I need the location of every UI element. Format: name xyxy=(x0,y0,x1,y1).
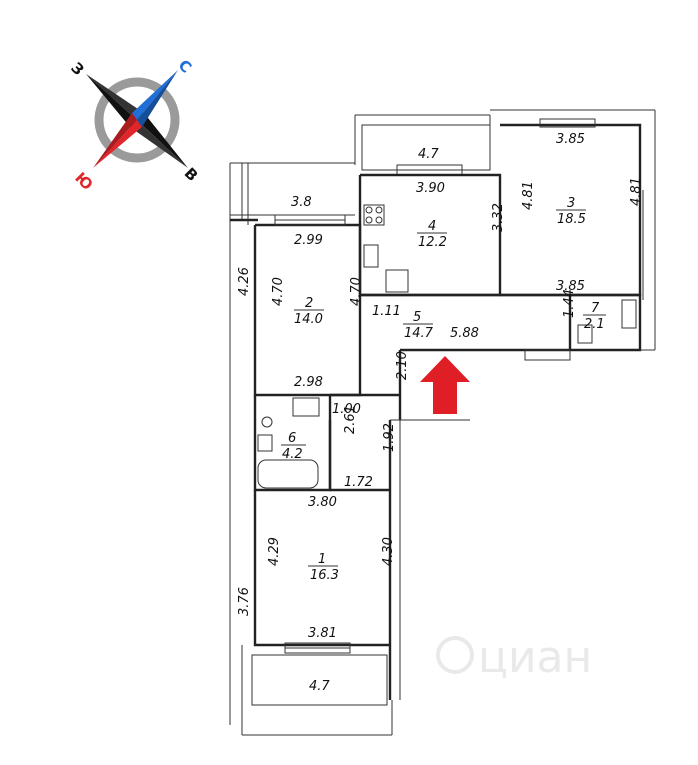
dim-room2-right: 4.70 xyxy=(349,277,364,306)
room-6-number: 6 xyxy=(288,431,296,446)
dim-wc7-height: 1.44 xyxy=(562,289,577,318)
room-6-area: 4.2 xyxy=(282,447,303,462)
compass-needle-west xyxy=(86,74,137,127)
compass-north-label: С xyxy=(175,56,196,77)
dim-room2-bottom: 2.98 xyxy=(294,375,323,390)
dim-hall-height: 2.10 xyxy=(395,351,410,380)
room-7-number: 7 xyxy=(591,301,600,316)
toilet-icon xyxy=(261,416,273,428)
room-7-area: 2.1 xyxy=(584,317,605,332)
room-4-number: 4 xyxy=(428,219,436,234)
dim-kitchen-height: 3.32 xyxy=(491,203,506,232)
kitchen-counter xyxy=(385,269,409,293)
dim-kitchen-window: 3.90 xyxy=(416,181,445,196)
fixtures xyxy=(257,204,637,489)
room-3-area: 18.5 xyxy=(557,212,586,227)
dim-room1-right: 4.30 xyxy=(381,537,396,566)
dim-balcony-bottom: 4.7 xyxy=(309,679,330,694)
room-2-number: 2 xyxy=(305,296,313,311)
bathtub-icon xyxy=(257,459,319,489)
room-5-number: 5 xyxy=(413,310,421,325)
room-1-area: 16.3 xyxy=(310,568,339,583)
room-4-area: 12.2 xyxy=(418,235,447,250)
dim-hall-lower-width: 1.72 xyxy=(344,475,373,490)
watermark: циан xyxy=(436,632,592,683)
watermark-text: циан xyxy=(478,632,592,683)
dim-room2-left: 4.70 xyxy=(271,277,286,306)
compass-west-label: З xyxy=(67,59,87,79)
room-1-number: 1 xyxy=(318,552,326,567)
room-5-area: 14.7 xyxy=(404,326,434,341)
dim-hall-lower-height: 1.92 xyxy=(382,423,397,452)
dim-room1-left: 4.29 xyxy=(267,537,282,566)
dim-corridor-length: 5.88 xyxy=(450,326,479,341)
wc-sink-icon xyxy=(621,299,637,329)
dim-balcony-top: 4.7 xyxy=(418,147,439,162)
dim-outer-left-lower: 3.76 xyxy=(237,587,252,616)
room-2-area: 14.0 xyxy=(294,312,323,327)
compass: З С Ю В xyxy=(67,56,201,194)
compass-needle-north xyxy=(132,70,178,120)
compass-needle-east xyxy=(137,113,188,168)
dim-room3-bottom: 3.85 xyxy=(556,279,585,294)
wc-toilet-icon xyxy=(577,324,593,344)
dim-room3-top: 3.85 xyxy=(556,132,585,147)
washbasin-icon xyxy=(257,434,273,452)
dim-corridor-small: 1.11 xyxy=(372,304,401,319)
dim-room3-right: 4.81 xyxy=(629,177,644,206)
sink-icon xyxy=(363,244,379,268)
dim-room1-top: 3.80 xyxy=(308,495,337,510)
dim-loggia-left: 3.8 xyxy=(291,195,312,210)
entrance-arrow xyxy=(420,356,470,414)
dim-room3-left: 4.81 xyxy=(521,181,536,210)
dim-bath-height: 2.61 xyxy=(343,405,358,434)
apartment-walls xyxy=(241,118,655,736)
entrance-arrow-shape xyxy=(420,356,470,414)
stove-icon xyxy=(363,204,385,226)
compass-south-label: Ю xyxy=(71,169,96,194)
room-labels: 1 16.3 2 14.0 3 18.5 4 12.2 5 14.7 6 4.2… xyxy=(281,196,606,583)
dim-outer-left: 4.26 xyxy=(237,267,252,296)
room-3-number: 3 xyxy=(567,196,575,211)
compass-ring xyxy=(94,77,180,163)
dim-bath-width: 1.00 xyxy=(332,402,361,417)
washing-machine-icon xyxy=(292,397,320,417)
dim-room1-bottom: 3.81 xyxy=(308,626,337,641)
compass-east-label: В xyxy=(181,164,202,185)
dimension-labels: 4.7 3.90 3.85 3.85 4.81 4.81 3.32 3.8 2.… xyxy=(237,132,644,694)
dim-room2-top: 2.99 xyxy=(294,233,323,248)
compass-needle-south xyxy=(93,120,142,168)
